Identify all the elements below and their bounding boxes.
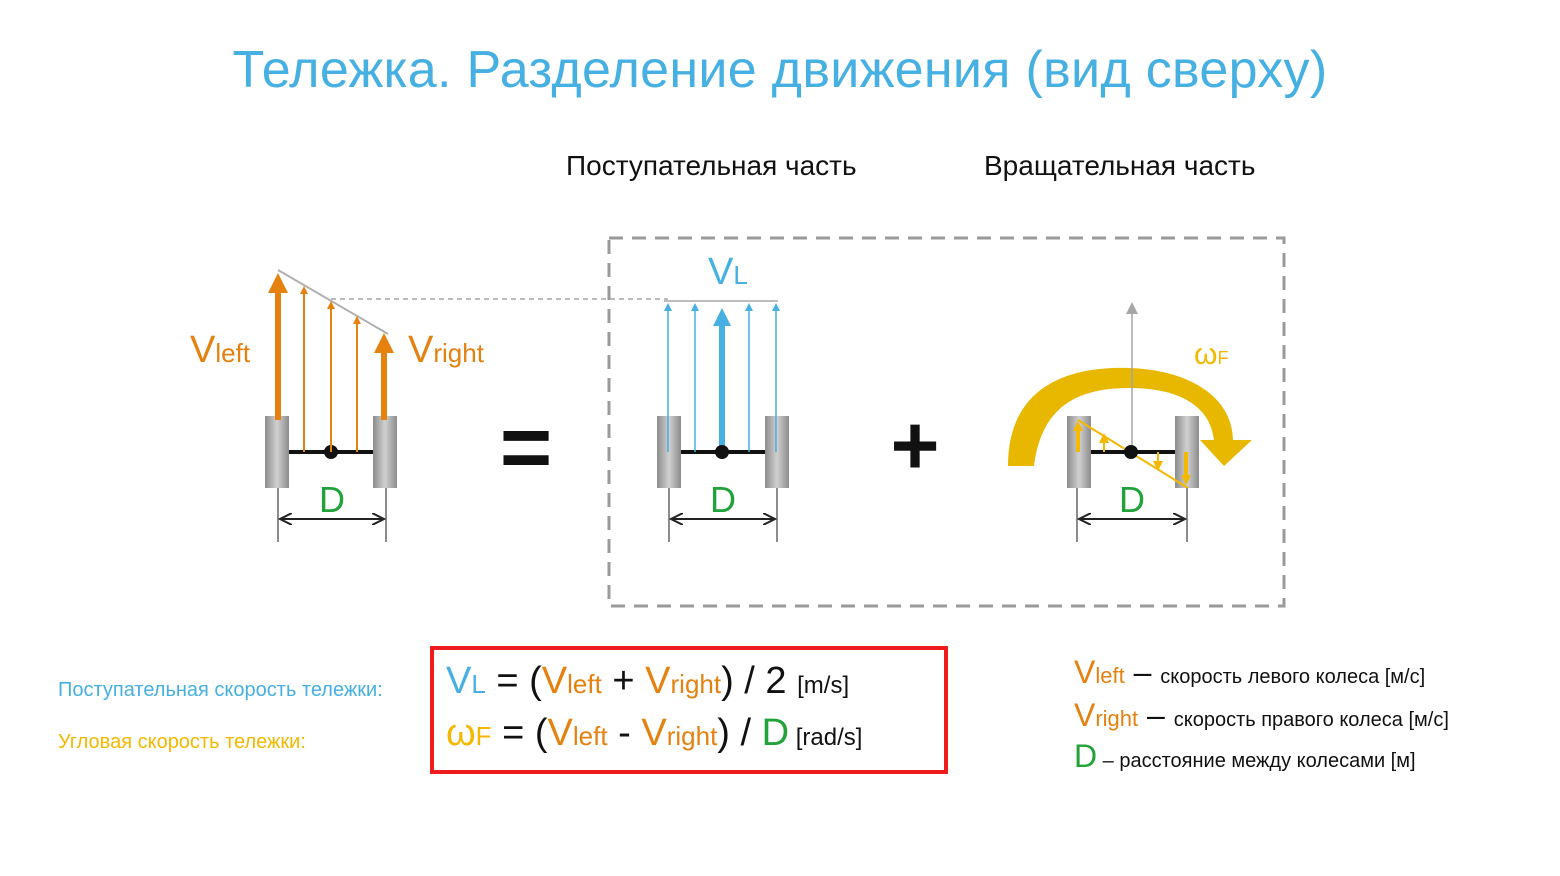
legend-vright: Vright – скорость правого колеса [м/с] <box>1074 697 1449 733</box>
equals-sign: = <box>500 398 553 498</box>
left-wheel <box>657 416 681 488</box>
angular-speed-label: Угловая скорость тележки: <box>58 731 306 753</box>
right-wheel <box>373 416 397 488</box>
decomposition-frame <box>607 236 1286 608</box>
legend-d: D – расстояние между колесами [м] <box>1074 738 1416 774</box>
formula-linear-speed: VL = (Vleft + Vright) / 2 [m/s] <box>446 660 850 702</box>
translational-speed-label: Поступательная скорость тележки: <box>58 679 383 701</box>
d-label: D <box>710 479 736 520</box>
vleft-label: Vleft <box>190 329 251 371</box>
velocity-profile-line <box>277 269 389 335</box>
right-wheel <box>765 416 789 488</box>
cart-translational: VL D <box>657 251 789 542</box>
cart-differential: Vleft Vright D <box>190 269 485 542</box>
left-wheel <box>265 416 289 488</box>
d-label: D <box>1119 479 1145 520</box>
plus-sign: + <box>890 398 939 492</box>
rotation-arrow-icon <box>1008 367 1252 466</box>
translational-heading: Поступательная часть <box>566 150 857 181</box>
rotational-heading: Вращательная часть <box>984 150 1256 181</box>
omega-f-label: ωF <box>1194 338 1228 371</box>
formula-angular-speed: ωF = (Vleft - Vright) / D [rad/s] <box>446 712 863 754</box>
cart-center-dot <box>1124 445 1138 459</box>
vl-label: VL <box>708 251 748 293</box>
cart-rotational: ωF D <box>1008 302 1252 542</box>
vright-label: Vright <box>408 329 485 371</box>
page-title: Тележка. Разделение движения (вид сверху… <box>232 41 1328 99</box>
cart-center-dot <box>715 445 729 459</box>
legend-vleft: Vleft – скорость левого колеса [м/с] <box>1074 654 1426 690</box>
d-label: D <box>319 479 345 520</box>
formula-box: VL = (Vleft + Vright) / 2 [m/s] ωF = (Vl… <box>430 646 948 774</box>
